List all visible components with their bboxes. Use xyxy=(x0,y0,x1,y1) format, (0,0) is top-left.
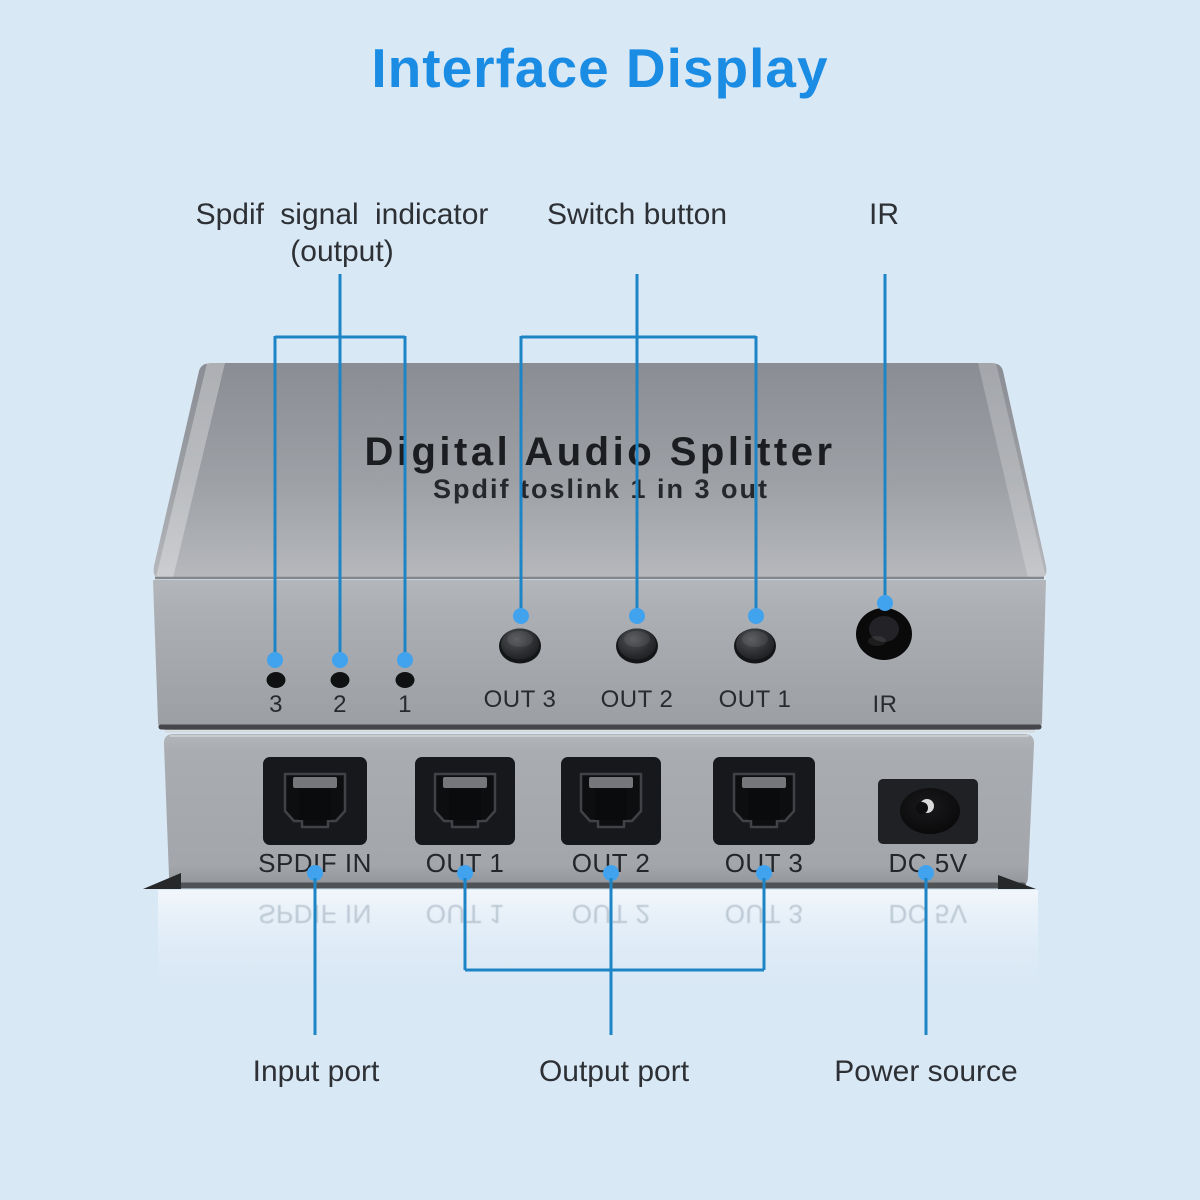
callout-ir xyxy=(877,274,893,611)
label-switch-button: Switch button xyxy=(546,198,728,231)
toslink-port-out1 xyxy=(415,757,515,845)
ir-panel-label: IR xyxy=(872,691,898,718)
page-title: Interface Display xyxy=(371,37,829,99)
label-output-port: Output port xyxy=(538,1055,690,1088)
button-label-out2: OUT 2 xyxy=(600,686,674,713)
device-subtitle-text: Spdif toslink 1 in 3 out xyxy=(432,474,770,504)
label-spdif-signal-indicator: Spdif signal indicator (output) xyxy=(162,196,522,270)
switch-button-out3 xyxy=(499,628,541,664)
label-ir: IR xyxy=(869,198,899,231)
toslink-port-out3 xyxy=(713,757,815,845)
led-indicator-2 xyxy=(330,672,350,688)
callout-output-port xyxy=(457,865,772,1035)
device-brand-text: Digital Audio Splitter xyxy=(364,430,836,474)
switch-button-out2 xyxy=(616,628,658,664)
button-label-out3: OUT 3 xyxy=(483,686,557,713)
label-input-port: Input port xyxy=(252,1055,380,1088)
callout-input-port xyxy=(307,865,323,1035)
toslink-port-spdif-in xyxy=(263,757,367,845)
rubber-foot-right xyxy=(998,875,1036,889)
callout-spdif-indicator xyxy=(267,274,413,668)
led-indicator-3 xyxy=(266,672,286,688)
led-label-3: 3 xyxy=(269,691,283,718)
device-bottom-box xyxy=(143,734,1036,889)
reflection-glow xyxy=(158,890,1038,1000)
toslink-port-out2 xyxy=(561,757,661,845)
button-label-out1: OUT 1 xyxy=(718,686,792,713)
device-top-box xyxy=(153,363,1047,733)
led-label-1: 1 xyxy=(398,691,412,718)
callout-power-source xyxy=(918,865,934,1035)
label-power-source: Power source xyxy=(834,1055,1018,1088)
dc-power-jack xyxy=(878,779,978,844)
switch-button-out1 xyxy=(734,628,776,664)
led-label-2: 2 xyxy=(333,691,347,718)
ir-receiver xyxy=(856,608,912,660)
label-spdif-line2: (output) xyxy=(290,235,394,268)
rubber-foot-left xyxy=(143,873,181,889)
callout-switch-button xyxy=(513,274,764,624)
label-spdif-line1: Spdif signal indicator xyxy=(195,198,489,231)
led-indicator-1 xyxy=(395,672,415,688)
